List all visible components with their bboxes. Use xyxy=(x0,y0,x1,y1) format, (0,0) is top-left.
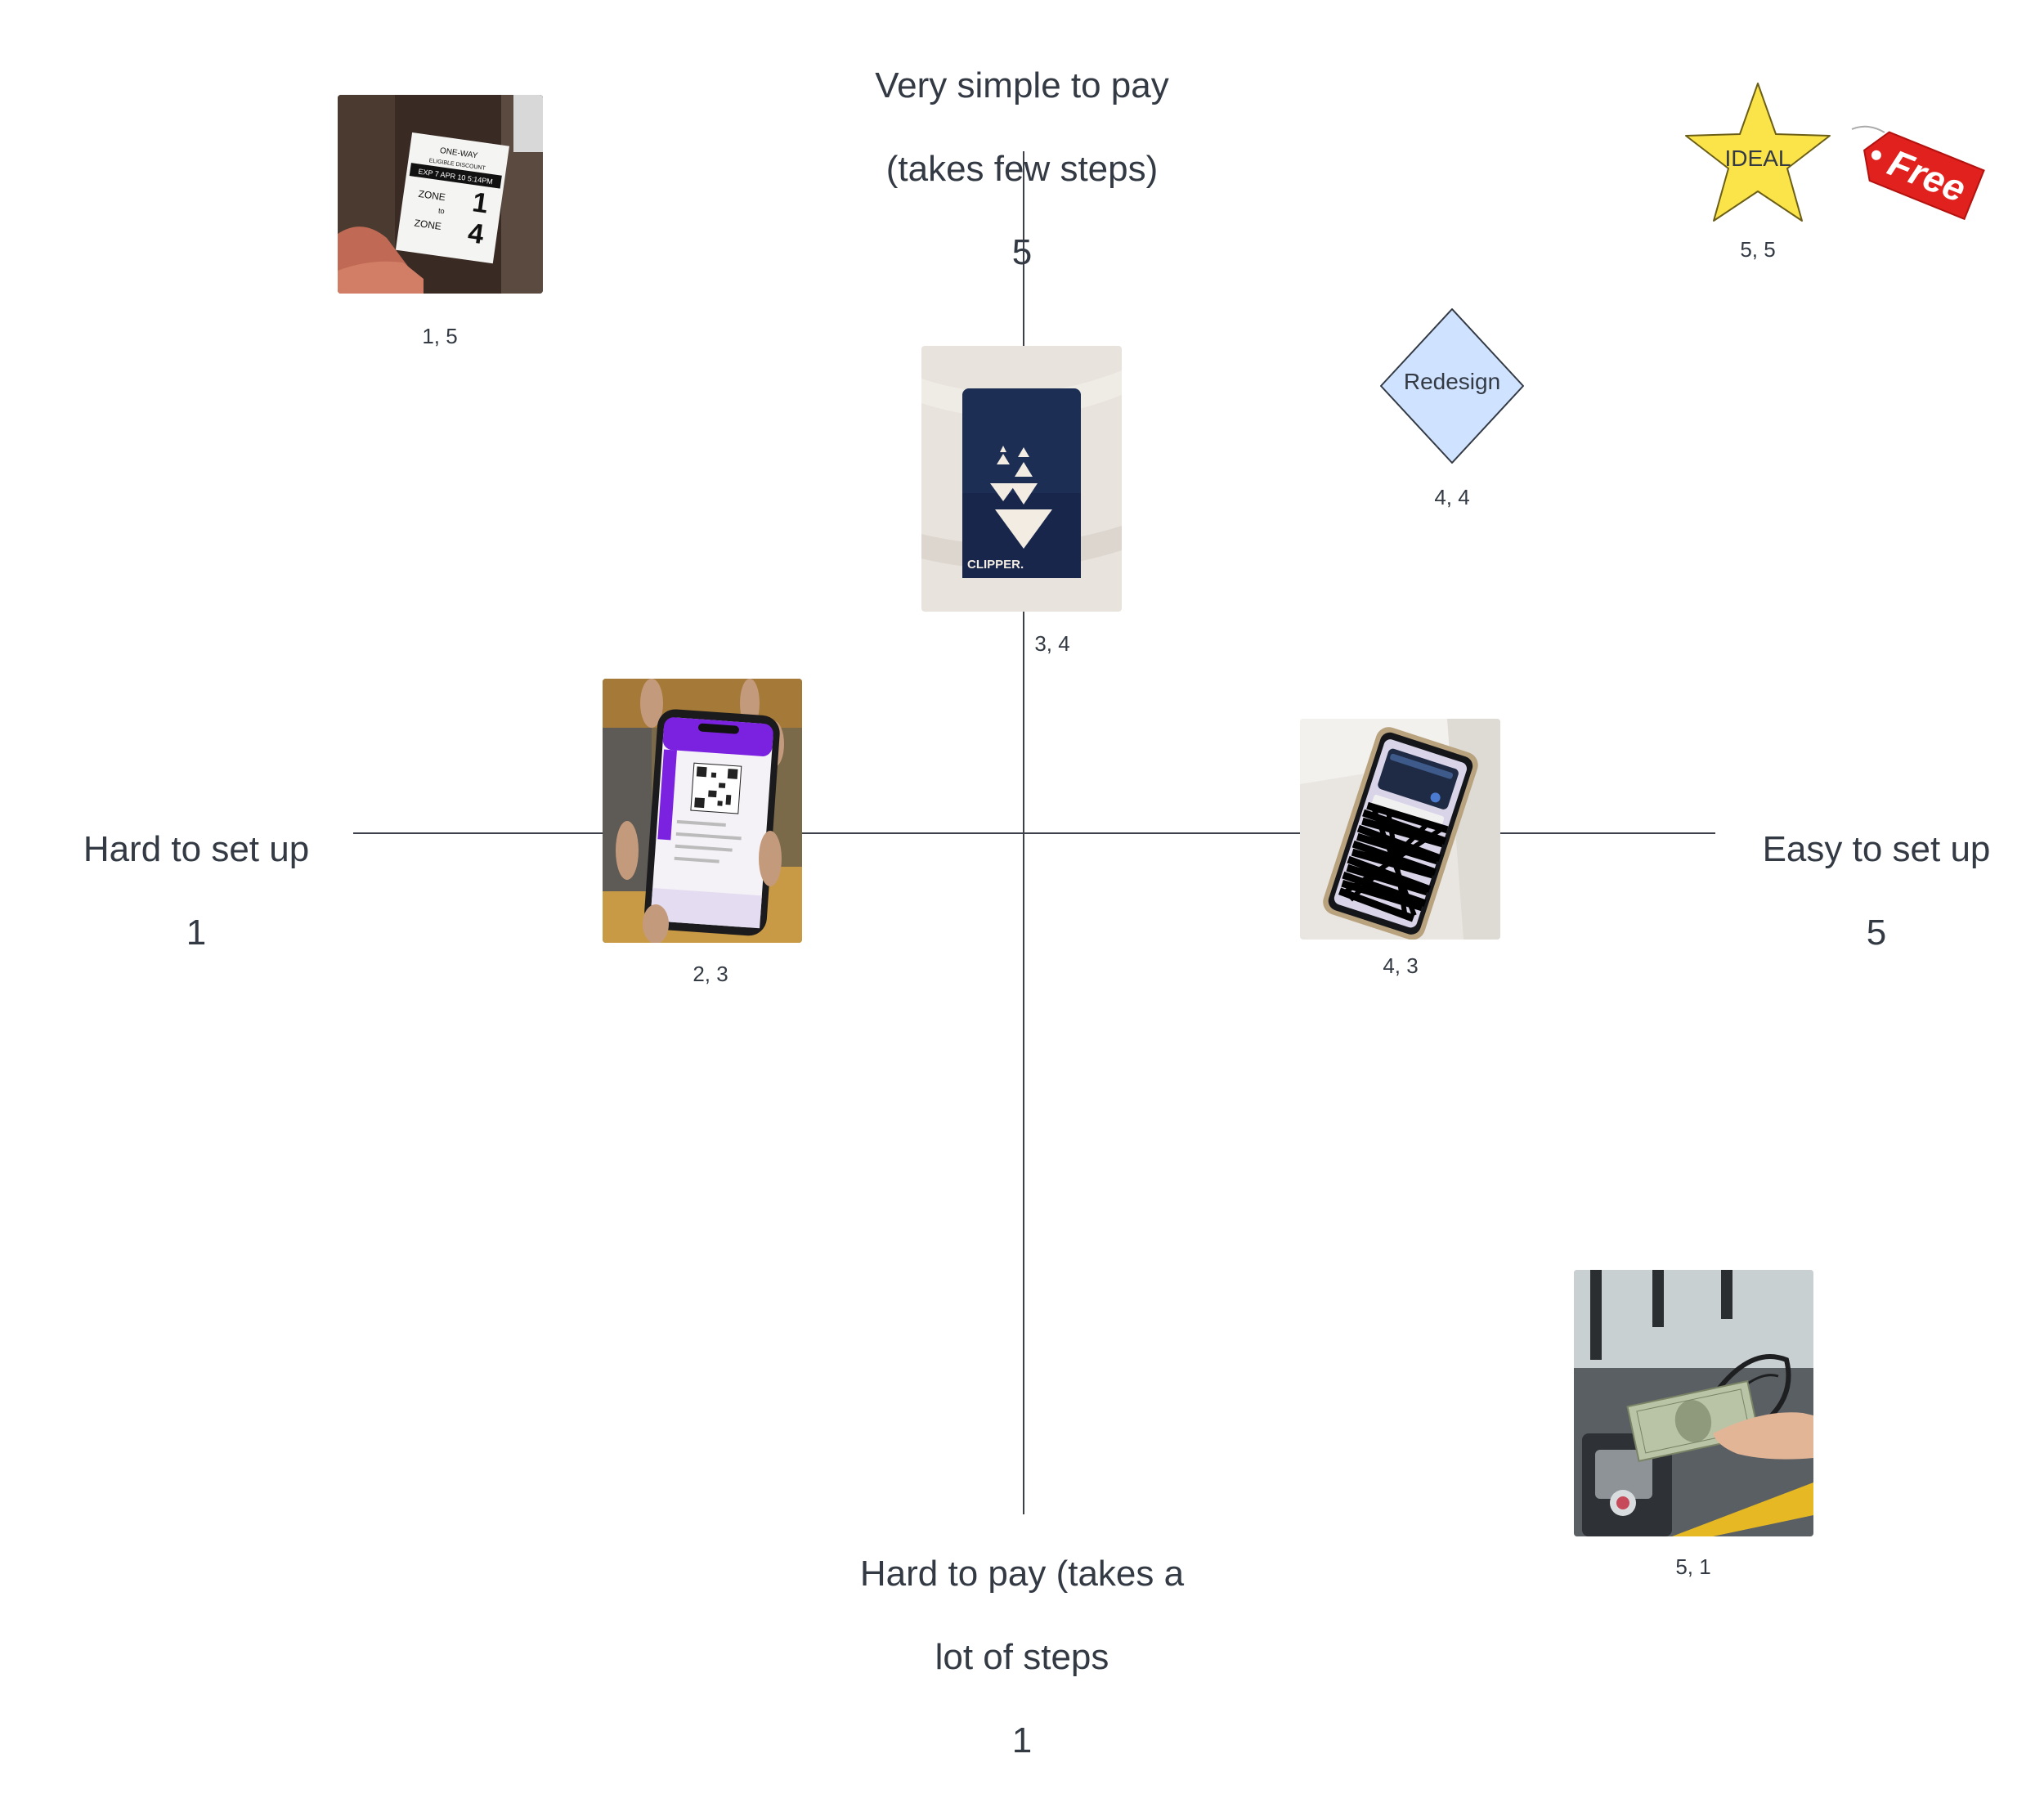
cash-image xyxy=(1574,1270,1813,1536)
svg-text:ZONE: ZONE xyxy=(418,188,446,204)
axis-label-right: Easy to set up 5 xyxy=(1762,829,1991,953)
paper-ticket-image: ONE-WAY ELIGIBLE DISCOUNT EXP 7 APR 10 5… xyxy=(338,95,543,294)
clipper-card-photo[interactable]: CLIPPER. xyxy=(921,346,1122,612)
coord-label-redesign: 4, 4 xyxy=(1434,485,1470,509)
redesign-label: Redesign xyxy=(1403,369,1501,394)
axis-label-left: Hard to set up 1 xyxy=(83,829,310,953)
axis-label-bottom: Hard to pay (takes a lot of steps 1 xyxy=(859,1554,1185,1760)
horizontal-axis xyxy=(353,832,1715,834)
cash-photo[interactable] xyxy=(1574,1270,1813,1536)
free-tag-icon: Free xyxy=(1851,125,1985,221)
coord-label-cash: 5, 1 xyxy=(1675,1554,1711,1579)
ideal-star-icon[interactable] xyxy=(1680,80,1836,229)
mobile-app-photo[interactable] xyxy=(603,679,802,943)
coord-label-paper-ticket: 1, 5 xyxy=(422,324,458,348)
phone-wallet-image xyxy=(1300,719,1500,940)
svg-text:CLIPPER.: CLIPPER. xyxy=(967,558,1024,572)
mobile-app-image xyxy=(603,679,802,943)
paper-ticket-photo[interactable]: ONE-WAY ELIGIBLE DISCOUNT EXP 7 APR 10 5… xyxy=(338,95,543,294)
ideal-label: IDEAL xyxy=(1724,146,1791,171)
svg-text:to: to xyxy=(437,206,445,215)
svg-text:ZONE: ZONE xyxy=(414,218,442,233)
coord-label-phone-wallet: 4, 3 xyxy=(1383,953,1419,978)
clipper-card-image: CLIPPER. xyxy=(921,346,1122,612)
coord-label-ideal: 5, 5 xyxy=(1740,237,1776,262)
phone-wallet-photo[interactable] xyxy=(1300,719,1500,940)
axis-label-top: Very simple to pay (takes few steps) 5 xyxy=(875,65,1169,272)
coord-label-mobile-app: 2, 3 xyxy=(693,962,728,986)
coord-label-clipper-card: 3, 4 xyxy=(1034,631,1070,656)
redesign-diamond[interactable] xyxy=(1378,307,1526,465)
